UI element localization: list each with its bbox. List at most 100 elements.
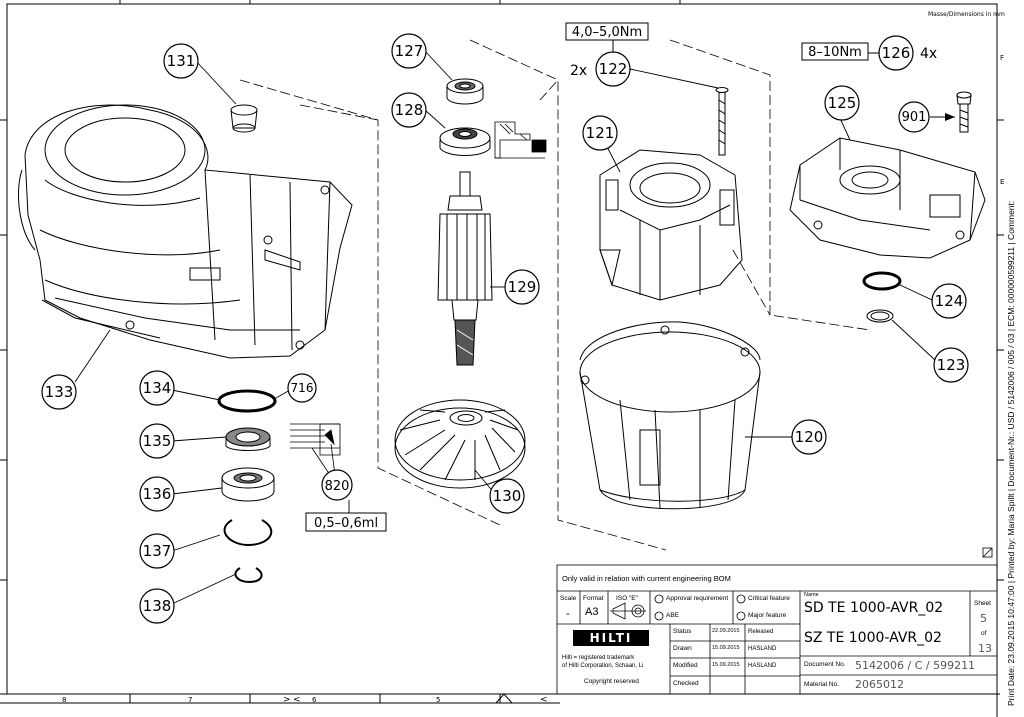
callout-820: 820	[325, 479, 350, 494]
callout-circles	[41, 33, 969, 624]
units-note: Masse/Dimensions in mm	[928, 11, 1005, 18]
zone-label-f: F	[1000, 54, 1004, 62]
callout-120: 120	[795, 428, 824, 446]
torque-122: 4,0–5,0Nm	[572, 25, 642, 40]
bushing-part-131	[230, 104, 258, 133]
scale-value: -	[566, 608, 570, 620]
zone-label-7: 7	[188, 696, 192, 704]
callout-128: 128	[395, 101, 424, 119]
abe-label: ABE	[666, 612, 680, 619]
document-no-value: 5142006 / C / 599211	[855, 659, 976, 672]
o-ring-part-124	[862, 271, 902, 291]
callout-125: 125	[828, 94, 857, 112]
title-block-frame	[556, 564, 998, 695]
drawn-label: Drawn	[673, 645, 692, 652]
arrow-901	[945, 113, 955, 121]
assembly-guide-lines	[239, 39, 871, 551]
callout-131: 131	[167, 52, 196, 70]
callout-130: 130	[493, 487, 522, 505]
zone-label-8: 8	[62, 696, 66, 704]
circlip-part-138	[234, 567, 263, 584]
modified-date: 15.09.2015	[712, 662, 740, 668]
torque-box-126	[801, 42, 869, 61]
grease-box-820	[305, 512, 387, 532]
status-label: Status	[673, 628, 692, 635]
washer-part-123	[866, 309, 894, 323]
qty-122: 2x	[570, 63, 587, 79]
circlip-part-137	[223, 519, 273, 547]
engineering-bom-note: Only valid in relation with current engi…	[562, 574, 731, 583]
grease-amount-820: 0,5–0,6ml	[314, 516, 378, 531]
sheet-label: Sheet	[974, 600, 991, 607]
feature-symbols	[654, 594, 746, 621]
bearing-part-136	[221, 467, 275, 502]
modified-label: Modified	[673, 662, 698, 669]
callout-121: 121	[586, 124, 615, 142]
hilti-logo: HILTI	[573, 630, 649, 646]
callout-126: 126	[882, 44, 911, 62]
callout-138: 138	[143, 597, 172, 615]
stator-part-121	[599, 149, 743, 301]
qty-126: 4x	[920, 46, 937, 62]
callout-137: 137	[143, 542, 172, 560]
zone-mark-3: <	[540, 695, 548, 705]
bearing-part-127	[446, 78, 484, 105]
format-label: Format	[583, 595, 604, 602]
callout-122: 122	[599, 60, 628, 78]
approval-requirement: Approval requirement	[666, 595, 729, 602]
trademark-line-2: of Hilti Corporation, Schaan, Li	[562, 663, 644, 669]
leader-lines	[74, 50, 955, 605]
name-line-1: SD TE 1000-AVR_02	[804, 600, 944, 616]
material-no-label: Material No.	[804, 681, 840, 688]
fan-part-130	[394, 399, 526, 489]
projection-symbol	[610, 602, 646, 620]
name-line-2: SZ TE 1000-AVR_02	[804, 630, 942, 646]
grease-detail-820	[290, 423, 341, 476]
status-date: 22.09.2015	[712, 628, 740, 634]
drawn-by: HASLAND	[748, 646, 777, 652]
callout-133: 133	[45, 383, 74, 401]
zone-mark-2: <	[293, 695, 301, 705]
major-feature: Major feature	[748, 612, 787, 619]
screw-part-122	[715, 87, 729, 156]
copyright: Copyright reserved	[584, 678, 639, 685]
trademark-line-1: Hilti = registered trademark	[562, 655, 635, 661]
zone-mark-1: >	[283, 695, 291, 705]
bearing-holder-part-128	[439, 127, 491, 156]
callout-129: 129	[508, 278, 537, 296]
brush-holder-part-125	[789, 137, 986, 259]
zone-label-e: E	[1000, 178, 1004, 186]
callout-901: 901	[902, 110, 927, 125]
zone-label-5: 5	[436, 696, 440, 704]
callout-136: 136	[143, 485, 172, 503]
callout-labels: 131 133 134 716 135 136 137 138 820 127 …	[45, 42, 966, 615]
torque-126: 8–10Nm	[808, 45, 862, 60]
of-label: of	[981, 630, 987, 637]
callout-716: 716	[291, 381, 314, 395]
drawn-date: 15.09.2015	[712, 645, 740, 651]
critical-feature: Critical feature	[748, 595, 790, 602]
scale-label: Scale	[560, 595, 577, 602]
screw-part-126	[956, 91, 972, 133]
zone-label-6: 6	[312, 696, 317, 704]
print-info-sidebar: Print Date: 23.09.2015 10:47:00 | Printe…	[1006, 200, 1016, 706]
status-value: Released	[748, 629, 774, 635]
armature-part-129	[437, 171, 493, 366]
callout-123: 123	[937, 356, 966, 374]
housing-part-133	[18, 104, 353, 359]
motor-housing-part-120	[579, 321, 761, 510]
material-no-value: 2065012	[855, 678, 904, 691]
checked-label: Checked	[673, 680, 699, 687]
modified-by: HASLAND	[748, 663, 777, 669]
of-value: 13	[978, 642, 992, 655]
format-value: A3	[585, 606, 599, 618]
sheet-value: 5	[980, 612, 987, 625]
name-label: Name	[804, 592, 819, 598]
iso-label: ISO "E"	[616, 595, 638, 602]
callout-135: 135	[143, 432, 172, 450]
torque-box-122	[565, 22, 649, 41]
o-ring-part-134	[217, 389, 277, 413]
shaft-seal-part-135	[225, 427, 271, 451]
section-detail-128	[494, 121, 547, 159]
